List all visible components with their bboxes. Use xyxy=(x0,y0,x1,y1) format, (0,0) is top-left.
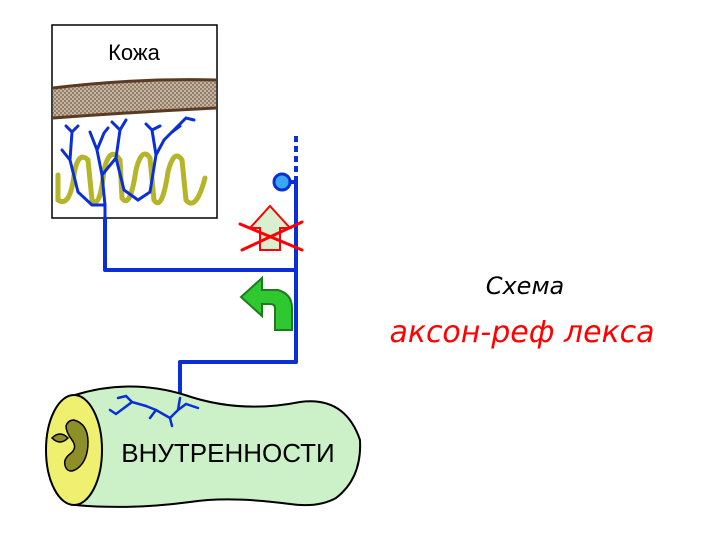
organ-label: ВНУТРЕННОСТИ xyxy=(121,438,334,468)
bent-return-arrow-icon xyxy=(241,278,292,330)
up-arrow-icon xyxy=(240,206,302,250)
internal-organ: ВНУТРЕННОСТИ xyxy=(46,387,360,507)
skin-panel: Кожа xyxy=(52,25,217,218)
neuron-cell-body-icon xyxy=(274,174,290,190)
skin-label: Кожа xyxy=(108,40,161,65)
caption-title: Схема xyxy=(470,272,580,300)
caption-subtitle: аксон-реф лекса xyxy=(372,315,672,350)
